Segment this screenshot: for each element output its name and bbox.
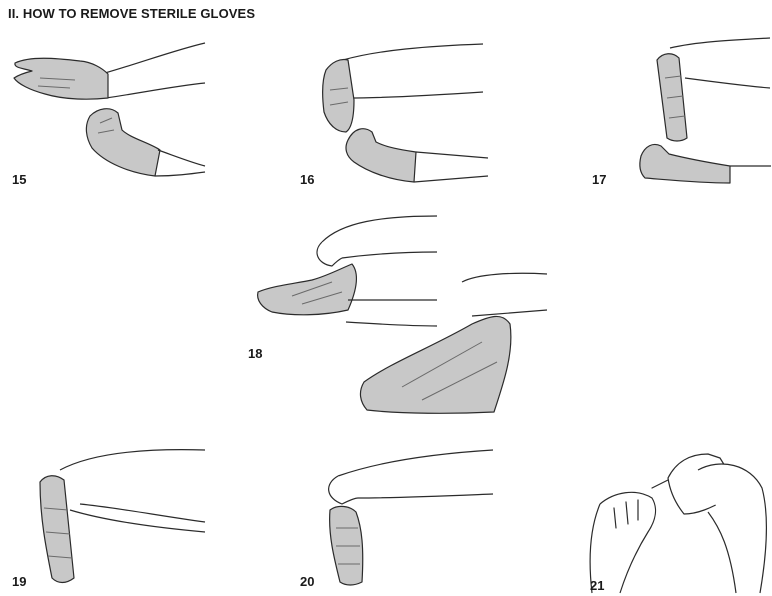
arm [338,450,493,498]
step-19-illustration [30,448,210,586]
step-17-illustration [635,38,772,183]
arm [60,450,205,532]
gloved-hand [640,144,730,183]
step-number: 18 [248,346,262,361]
second-upper-hand [462,273,547,316]
step-number: 15 [12,172,26,187]
step-18-illustration [252,212,552,422]
pinching-glove [86,109,160,176]
forearm [670,38,770,88]
page-title: II. HOW TO REMOVE STERILE GLOVES [8,6,255,21]
upper-hand [322,216,437,258]
step-number: 16 [300,172,314,187]
lower-arm [346,300,437,326]
forearm [343,44,483,98]
right-hand [698,464,766,593]
step-15-illustration [10,38,210,178]
step-20-illustration [318,448,498,588]
inverted-glove [40,476,74,583]
step-number: 20 [300,574,314,589]
gloved-wrist [323,59,354,132]
step-number: 21 [590,578,604,593]
step-16-illustration [318,40,498,185]
step-number: 19 [12,574,26,589]
step-number: 17 [592,172,606,187]
pinching-glove [346,129,416,182]
forearm [105,43,205,98]
peeling-glove [258,264,357,315]
step-21-illustration [580,448,770,593]
peeling-glove-2 [360,316,510,413]
